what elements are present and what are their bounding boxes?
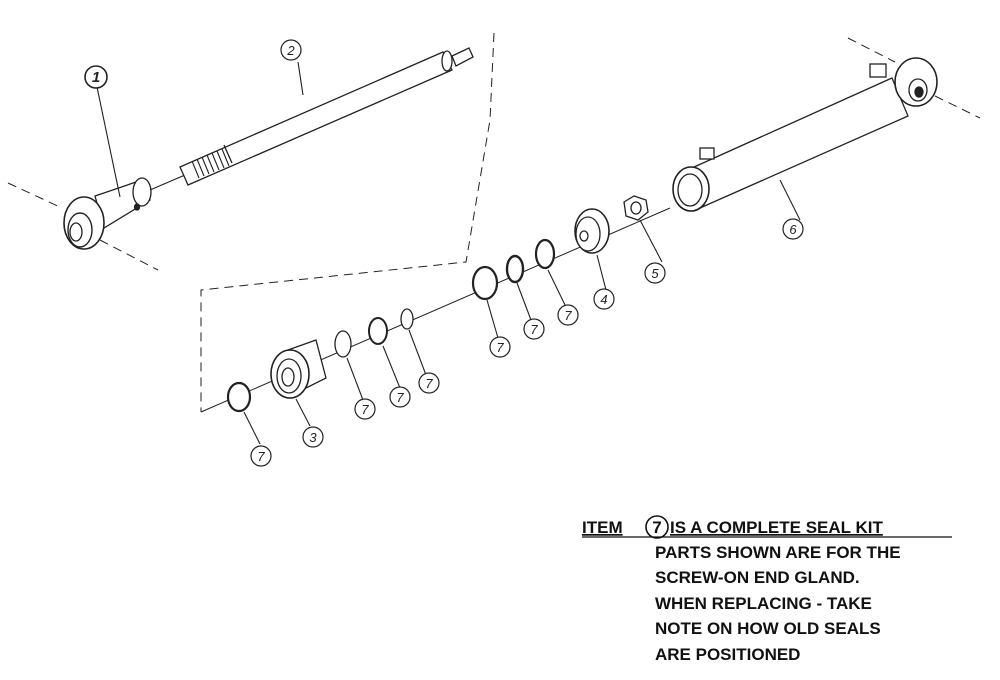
callout-2: 2 — [280, 39, 302, 61]
svg-text:7: 7 — [396, 390, 404, 405]
svg-text:7: 7 — [496, 340, 504, 355]
note-line: SCREW-ON END GLAND. — [655, 568, 860, 587]
svg-text:7: 7 — [530, 322, 538, 337]
rod-end-clevis — [63, 177, 152, 250]
svg-text:3: 3 — [309, 430, 317, 445]
callout-1: 1 — [84, 65, 108, 89]
note-item-number: 7 — [652, 518, 661, 537]
piston — [574, 208, 610, 254]
callout-7: 7 — [523, 318, 545, 340]
callout-4: 4 — [593, 288, 615, 310]
callout-3: 3 — [302, 426, 324, 448]
callout-7: 7 — [557, 304, 579, 326]
note-line: WHEN REPLACING - TAKE — [655, 594, 872, 613]
svg-text:7: 7 — [361, 402, 369, 417]
svg-text:4: 4 — [600, 292, 607, 307]
assembly-center-lines — [7, 32, 981, 412]
seal-kit-note: ITEM 7 IS A COMPLETE SEAL KIT PARTS SHOW… — [582, 515, 952, 664]
note-line: PARTS SHOWN ARE FOR THE — [655, 543, 901, 562]
callout-7: 7 — [418, 372, 440, 394]
note-item-circle — [645, 515, 669, 539]
seal-rings — [226, 238, 556, 413]
callout-5: 5 — [644, 262, 666, 284]
note-line: ARE POSITIONED — [655, 645, 800, 664]
svg-text:7: 7 — [425, 376, 433, 391]
svg-text:7: 7 — [564, 308, 572, 323]
end-gland — [270, 339, 327, 399]
callout-6: 6 — [782, 218, 804, 240]
svg-text:5: 5 — [651, 266, 659, 281]
svg-text:1: 1 — [92, 69, 100, 86]
svg-text:7: 7 — [257, 449, 265, 464]
callout-7: 7 — [354, 398, 376, 420]
note-headline: IS A COMPLETE SEAL KIT — [670, 518, 883, 537]
callout-7: 7 — [489, 336, 511, 358]
cylinder-barrel — [672, 57, 938, 212]
callout-7: 7 — [250, 445, 272, 467]
note-item-prefix: ITEM — [582, 518, 623, 537]
note-line: NOTE ON HOW OLD SEALS — [655, 619, 881, 638]
svg-text:2: 2 — [286, 43, 295, 58]
svg-text:6: 6 — [789, 222, 797, 237]
piston-rod — [179, 47, 474, 186]
callout-leaders — [96, 61, 801, 445]
callout-7: 7 — [389, 386, 411, 408]
